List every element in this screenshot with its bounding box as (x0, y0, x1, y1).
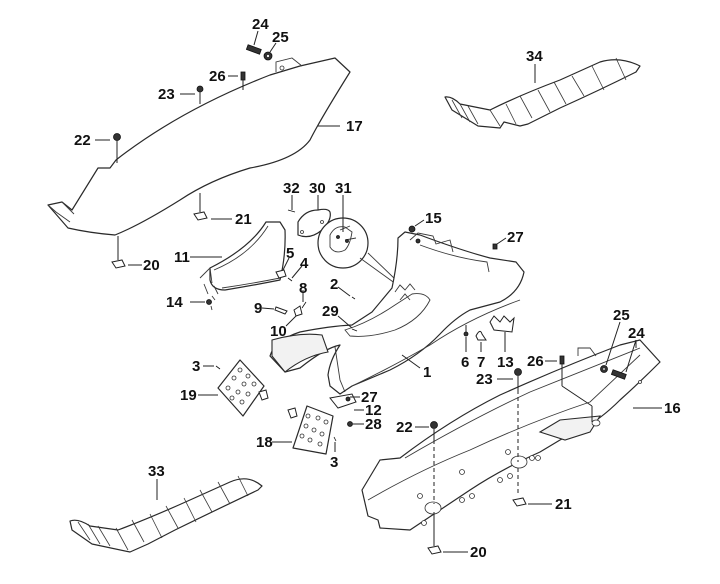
bolt-24-top (245, 30, 262, 55)
clip-7 (475, 330, 487, 352)
label-17: 17 (346, 118, 363, 135)
label-21-bottom: 21 (555, 496, 572, 513)
label-12: 12 (365, 402, 382, 419)
part-17-side-cover (47, 57, 351, 236)
part-1-floor-panel (269, 231, 525, 395)
label-2: 2 (330, 276, 338, 293)
label-1: 1 (423, 364, 431, 381)
clip-21-top (193, 193, 232, 221)
clip-5 (275, 257, 290, 279)
label-24-right: 24 (628, 325, 645, 342)
label-8: 8 (299, 280, 307, 297)
label-19: 19 (180, 387, 197, 404)
label-7: 7 (477, 354, 485, 371)
label-28: 28 (365, 416, 382, 433)
label-26-top: 26 (209, 68, 226, 85)
bolt-24-right (610, 339, 637, 380)
label-21-top: 21 (235, 211, 252, 228)
label-34: 34 (526, 48, 543, 65)
label-22-top: 22 (74, 132, 91, 149)
clip-21-bottom (512, 497, 552, 507)
label-27-mid: 27 (361, 389, 378, 406)
label-23-right: 23 (476, 371, 493, 388)
screw-26-right (545, 355, 593, 422)
spring-8 (301, 290, 307, 309)
part-labels: 24 25 26 23 22 17 21 20 34 32 30 31 15 2… (74, 16, 681, 561)
screw-23-right (497, 368, 522, 496)
label-23-top: 23 (158, 86, 175, 103)
label-20-bottom: 20 (470, 544, 487, 561)
label-25-right: 25 (613, 307, 630, 324)
part-31-detail-inset (317, 195, 397, 285)
label-3-bottom: 3 (330, 454, 338, 471)
clip-20-bottom (427, 545, 468, 555)
screw-6 (463, 325, 469, 352)
bracket-13 (489, 315, 515, 352)
label-3-left: 3 (192, 358, 200, 375)
label-26-right: 26 (527, 353, 544, 370)
part-34-footboard-mat (444, 57, 641, 129)
part-33-footboard-mat (69, 475, 263, 553)
pin-14 (190, 295, 216, 311)
screw-27-top (492, 237, 507, 250)
screw-32 (287, 195, 296, 213)
screw-3-bottom (333, 436, 337, 452)
screw-29 (337, 315, 358, 332)
label-16: 16 (664, 400, 681, 417)
screw-4 (287, 265, 303, 282)
label-10: 10 (270, 323, 287, 340)
label-6: 6 (461, 354, 469, 371)
label-15: 15 (425, 210, 442, 227)
screw-26-top (228, 71, 246, 90)
bracket-12 (329, 393, 364, 427)
clip-20-top (111, 236, 142, 269)
label-32: 32 (283, 180, 300, 197)
label-13: 13 (497, 354, 514, 371)
part-16-side-cover (361, 339, 662, 531)
label-30: 30 (309, 180, 326, 197)
screw-2 (337, 286, 356, 300)
label-14: 14 (166, 294, 183, 311)
label-20-top: 20 (143, 257, 160, 274)
washer-25-top (263, 42, 277, 61)
screw-3-left (203, 365, 221, 370)
bolt-15 (408, 219, 425, 233)
label-11: 11 (174, 249, 190, 266)
label-9: 9 (254, 300, 262, 317)
part-30-cover (297, 195, 331, 238)
label-4: 4 (300, 255, 309, 272)
label-22-bottom: 22 (396, 419, 413, 436)
label-29: 29 (322, 303, 339, 320)
label-27-top: 27 (507, 229, 524, 246)
screw-22-bottom (415, 421, 438, 546)
label-33: 33 (148, 463, 165, 480)
label-25-top: 25 (272, 29, 289, 46)
pin-9 (261, 306, 288, 315)
screw-23-top (180, 85, 204, 104)
label-18: 18 (256, 434, 273, 451)
latch-10 (285, 305, 303, 327)
label-24-top: 24 (252, 16, 269, 33)
part-11-lid (190, 221, 286, 295)
part-19-step-plate (198, 359, 269, 417)
washer-25-right (600, 321, 621, 373)
part-18-step-plate (272, 405, 334, 455)
label-5: 5 (286, 245, 294, 262)
label-31: 31 (335, 180, 352, 197)
screw-22-top (95, 133, 121, 163)
